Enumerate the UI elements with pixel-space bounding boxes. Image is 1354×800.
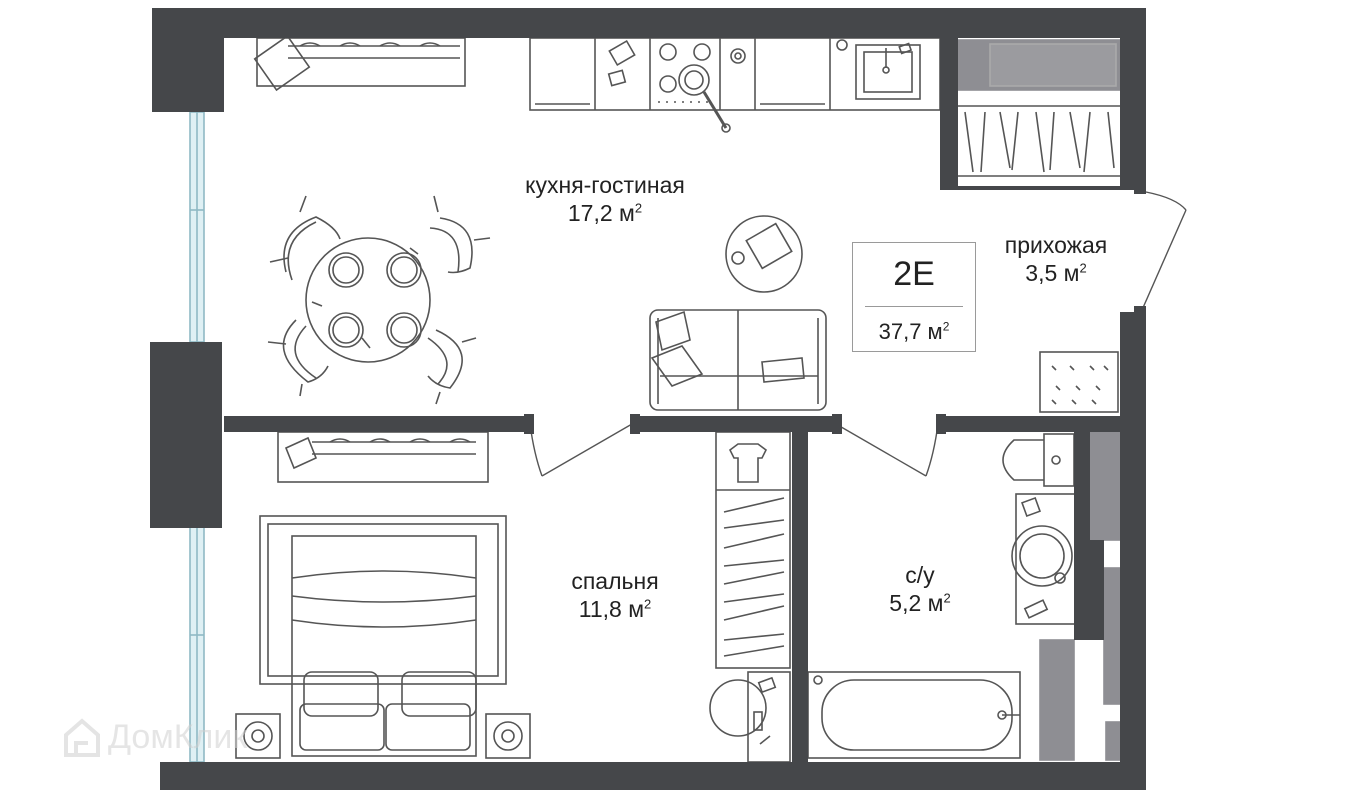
window-left-top: [189, 111, 205, 343]
unit-area: 37,7 м: [878, 319, 943, 344]
toilet: [1002, 433, 1075, 487]
area-unit-power: 2: [943, 589, 951, 605]
unit-divider: [865, 306, 963, 307]
nightstand-right: [485, 713, 531, 759]
sideboard-top: [253, 34, 466, 92]
bedroom-dresser: [277, 431, 489, 483]
watermark-text: ДомКлик: [108, 717, 248, 756]
area-unit-power: 2: [644, 595, 652, 611]
room-name: кухня-гостиная: [525, 172, 685, 198]
room-label-bath: с/у 5,2 м2: [860, 562, 980, 617]
room-label-kitchen: кухня-гостиная 17,2 м2: [480, 172, 730, 227]
doormat: [1039, 351, 1119, 413]
washbasin: [1011, 493, 1077, 625]
area-unit-power: 2: [942, 319, 950, 334]
bathtub: [807, 671, 1021, 759]
unit-info-box: 2E 37,7 м2: [852, 242, 976, 352]
room-area: 11,8 м: [578, 595, 645, 622]
dining-chairs: [267, 195, 491, 405]
room-label-bedroom: спальня 11,8 м2: [540, 568, 690, 623]
bed: [259, 515, 507, 757]
room-area: 5,2 м: [889, 589, 944, 616]
coffee-table: [725, 215, 803, 293]
room-name: прихожая: [1004, 232, 1108, 258]
walls: [150, 8, 1146, 790]
room-name: с/у: [905, 562, 935, 588]
room-area: 17,2 м: [567, 199, 635, 226]
door-bedroom: [529, 423, 633, 477]
dining-table: [305, 237, 431, 363]
kitchen-sink: [836, 39, 921, 100]
door-entrance: [1141, 191, 1187, 311]
house-icon: [64, 718, 100, 757]
watermark: ДомКлик: [62, 712, 247, 762]
area-unit-power: 2: [1079, 259, 1087, 275]
area-unit-power: 2: [634, 199, 643, 215]
nightstand-left: [235, 713, 281, 759]
room-name: спальня: [571, 568, 659, 594]
stove: [658, 43, 746, 133]
door-bathroom: [835, 423, 939, 477]
unit-code: 2E: [893, 255, 935, 293]
room-label-hall: прихожая 3,5 м2: [978, 232, 1134, 287]
closet: [715, 431, 791, 669]
sofa: [649, 309, 827, 411]
hallway-wardrobe: [957, 39, 1121, 177]
room-area: 3,5 м: [1025, 259, 1080, 286]
washing-machine: [709, 671, 791, 763]
